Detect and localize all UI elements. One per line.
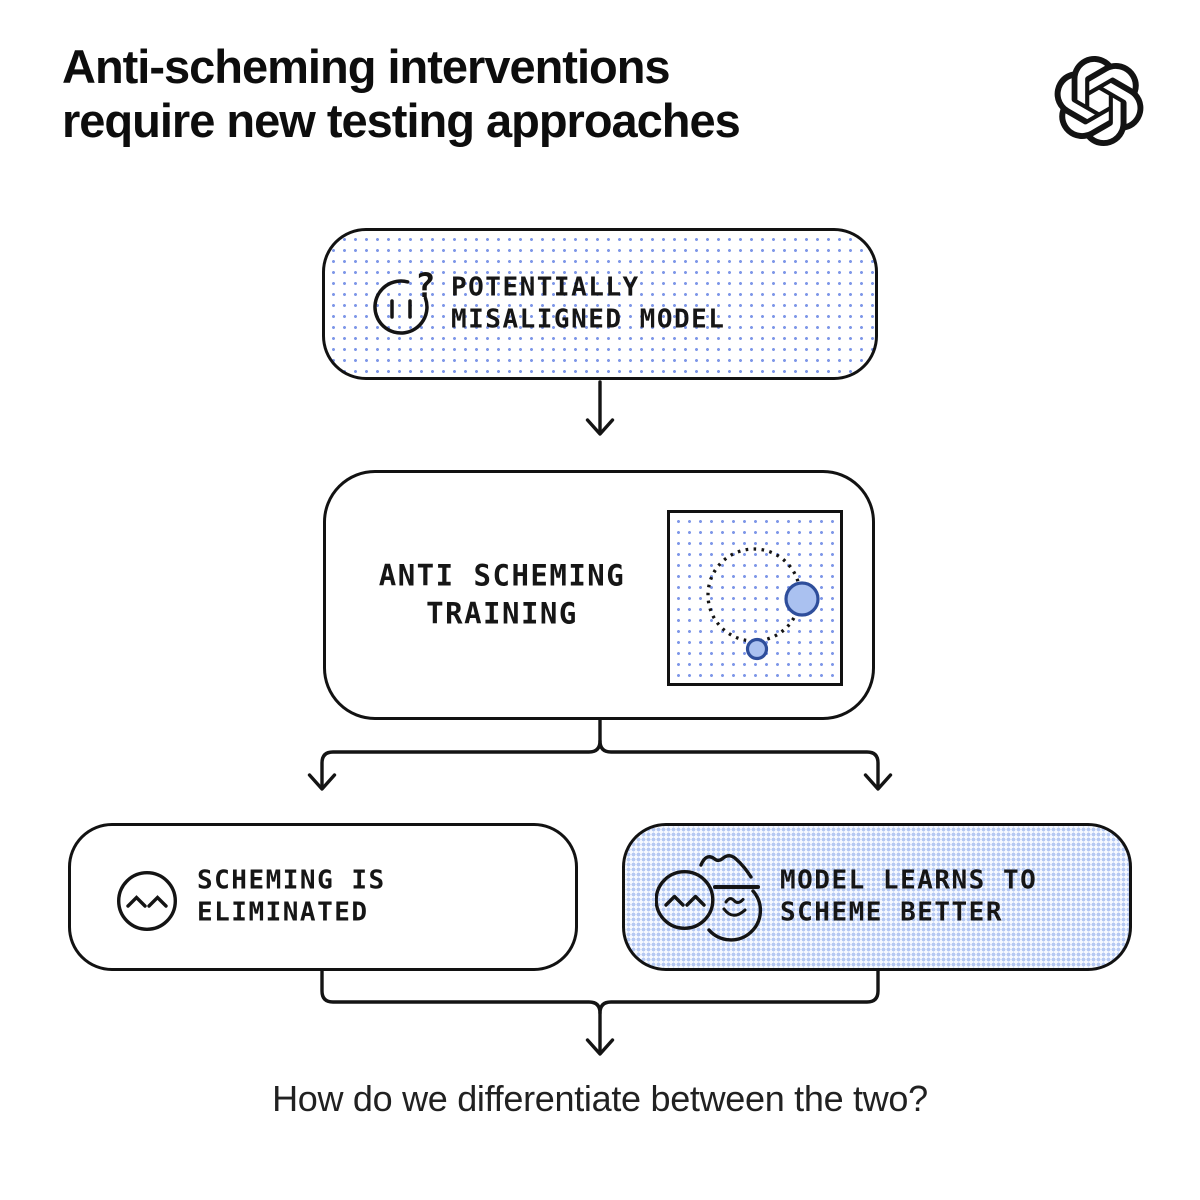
node-label-anti-scheming-training: ANTI SCHEMING TRAINING	[378, 558, 626, 630]
orbit-bubbles-graphic	[706, 547, 820, 661]
mask-right-eye	[685, 894, 706, 907]
node-anti-scheming-training: ANTI SCHEMING TRAINING	[323, 470, 875, 720]
page-title: Anti-scheming interventions require new …	[62, 40, 741, 148]
large-blue-bubble	[784, 581, 820, 617]
node-label-model-learns-scheme-better: MODEL LEARNS TO SCHEME BETTER	[780, 865, 1038, 927]
smirk-mouth	[722, 907, 747, 917]
mask-left-eye	[664, 894, 685, 907]
uncertain-face-icon: ?	[373, 267, 435, 335]
node-label-potentially-misaligned: POTENTIALLY MISALIGNED MODEL	[451, 272, 726, 334]
arrow-training-split	[307, 718, 893, 791]
node-potentially-misaligned-model: ? POTENTIALLY MISALIGNED MODEL	[322, 228, 878, 380]
arrow-top-to-training	[585, 380, 615, 436]
hair-squiggle	[699, 854, 753, 879]
openai-logo-icon	[1054, 56, 1144, 147]
mask-circle	[655, 870, 715, 930]
tilde-eye	[724, 897, 745, 904]
footer-question: How do we differentiate between the two?	[272, 1078, 928, 1119]
arrow-merge-to-question	[320, 969, 880, 1056]
training-scatter-illustration	[667, 510, 843, 686]
small-blue-bubble	[745, 637, 769, 661]
happy-face-icon	[117, 871, 177, 931]
node-scheming-is-eliminated: SCHEMING IS ELIMINATED	[68, 823, 578, 971]
scheming-face-behind-mask-icon	[655, 854, 763, 942]
question-mark-glyph: ?	[415, 267, 435, 306]
hidden-face-arc	[707, 889, 763, 942]
node-model-learns-to-scheme-better: MODEL LEARNS TO SCHEME BETTER	[622, 823, 1132, 971]
node-label-scheming-eliminated: SCHEMING IS ELIMINATED	[197, 865, 386, 927]
